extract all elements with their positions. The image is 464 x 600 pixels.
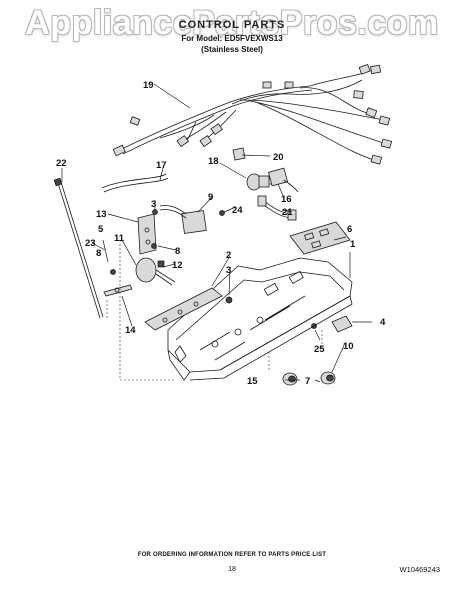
- knob-10: [320, 371, 336, 385]
- screw: [151, 243, 157, 249]
- callout-10: 10: [343, 341, 354, 352]
- callout-15: 15: [247, 376, 258, 387]
- callout-2: 2: [226, 250, 231, 261]
- callout-3b: 3: [226, 265, 231, 276]
- callout-8a: 8: [175, 246, 180, 257]
- clip: [232, 147, 246, 161]
- watermark-logo: AppliancePartsPros.com: [25, 4, 439, 42]
- callout-24: 24: [232, 205, 243, 216]
- callout-1: 1: [350, 239, 356, 250]
- screw: [225, 296, 233, 304]
- screw: [219, 210, 225, 216]
- callout-5: 5: [98, 224, 104, 235]
- page-number: 18: [228, 566, 236, 573]
- ordering-note: FOR ORDERING INFORMATION REFER TO PARTS …: [137, 552, 327, 558]
- screw: [152, 209, 158, 215]
- finish-line: (Stainless Steel): [201, 45, 263, 54]
- actuator: [135, 257, 176, 286]
- socket-harness: [257, 195, 297, 221]
- inner-board: [144, 287, 223, 331]
- callout-21: 21: [282, 207, 293, 218]
- retainer-clip: [331, 315, 353, 333]
- callout-23: 23: [85, 238, 96, 249]
- callout-13: 13: [96, 209, 107, 220]
- control-housing: [167, 257, 353, 381]
- switch-assembly: [159, 205, 207, 234]
- model-line: For Model: ED5FVEXWS13: [181, 34, 283, 43]
- callout-6: 6: [347, 224, 352, 235]
- callout-17: 17: [156, 160, 167, 171]
- callout-11: 11: [114, 233, 125, 244]
- control-board: [289, 221, 351, 255]
- light-socket: [267, 167, 299, 193]
- document-number: W10469243: [399, 565, 440, 574]
- callout-14: 14: [125, 325, 136, 336]
- wire-harness: [112, 63, 393, 165]
- callout-16: 16: [281, 194, 292, 205]
- callout-22: 22: [56, 158, 67, 169]
- lever: [103, 284, 133, 297]
- callout-19: 19: [143, 80, 154, 91]
- callout-20: 20: [273, 152, 284, 163]
- bracket: [137, 213, 157, 255]
- callout-3a: 3: [151, 199, 156, 210]
- tube: [101, 173, 169, 193]
- callout-25: 25: [314, 344, 325, 355]
- callout-12: 12: [172, 260, 183, 271]
- diagram-title: CONTROL PARTS: [178, 19, 286, 31]
- knob-15: [282, 372, 298, 386]
- callout-7: 7: [305, 376, 310, 387]
- callout-4: 4: [380, 317, 386, 328]
- callout-8b: 8: [96, 248, 101, 259]
- callout-9: 9: [208, 192, 213, 203]
- callout-18: 18: [208, 156, 219, 167]
- support-rod: [53, 177, 104, 319]
- screw: [110, 269, 116, 275]
